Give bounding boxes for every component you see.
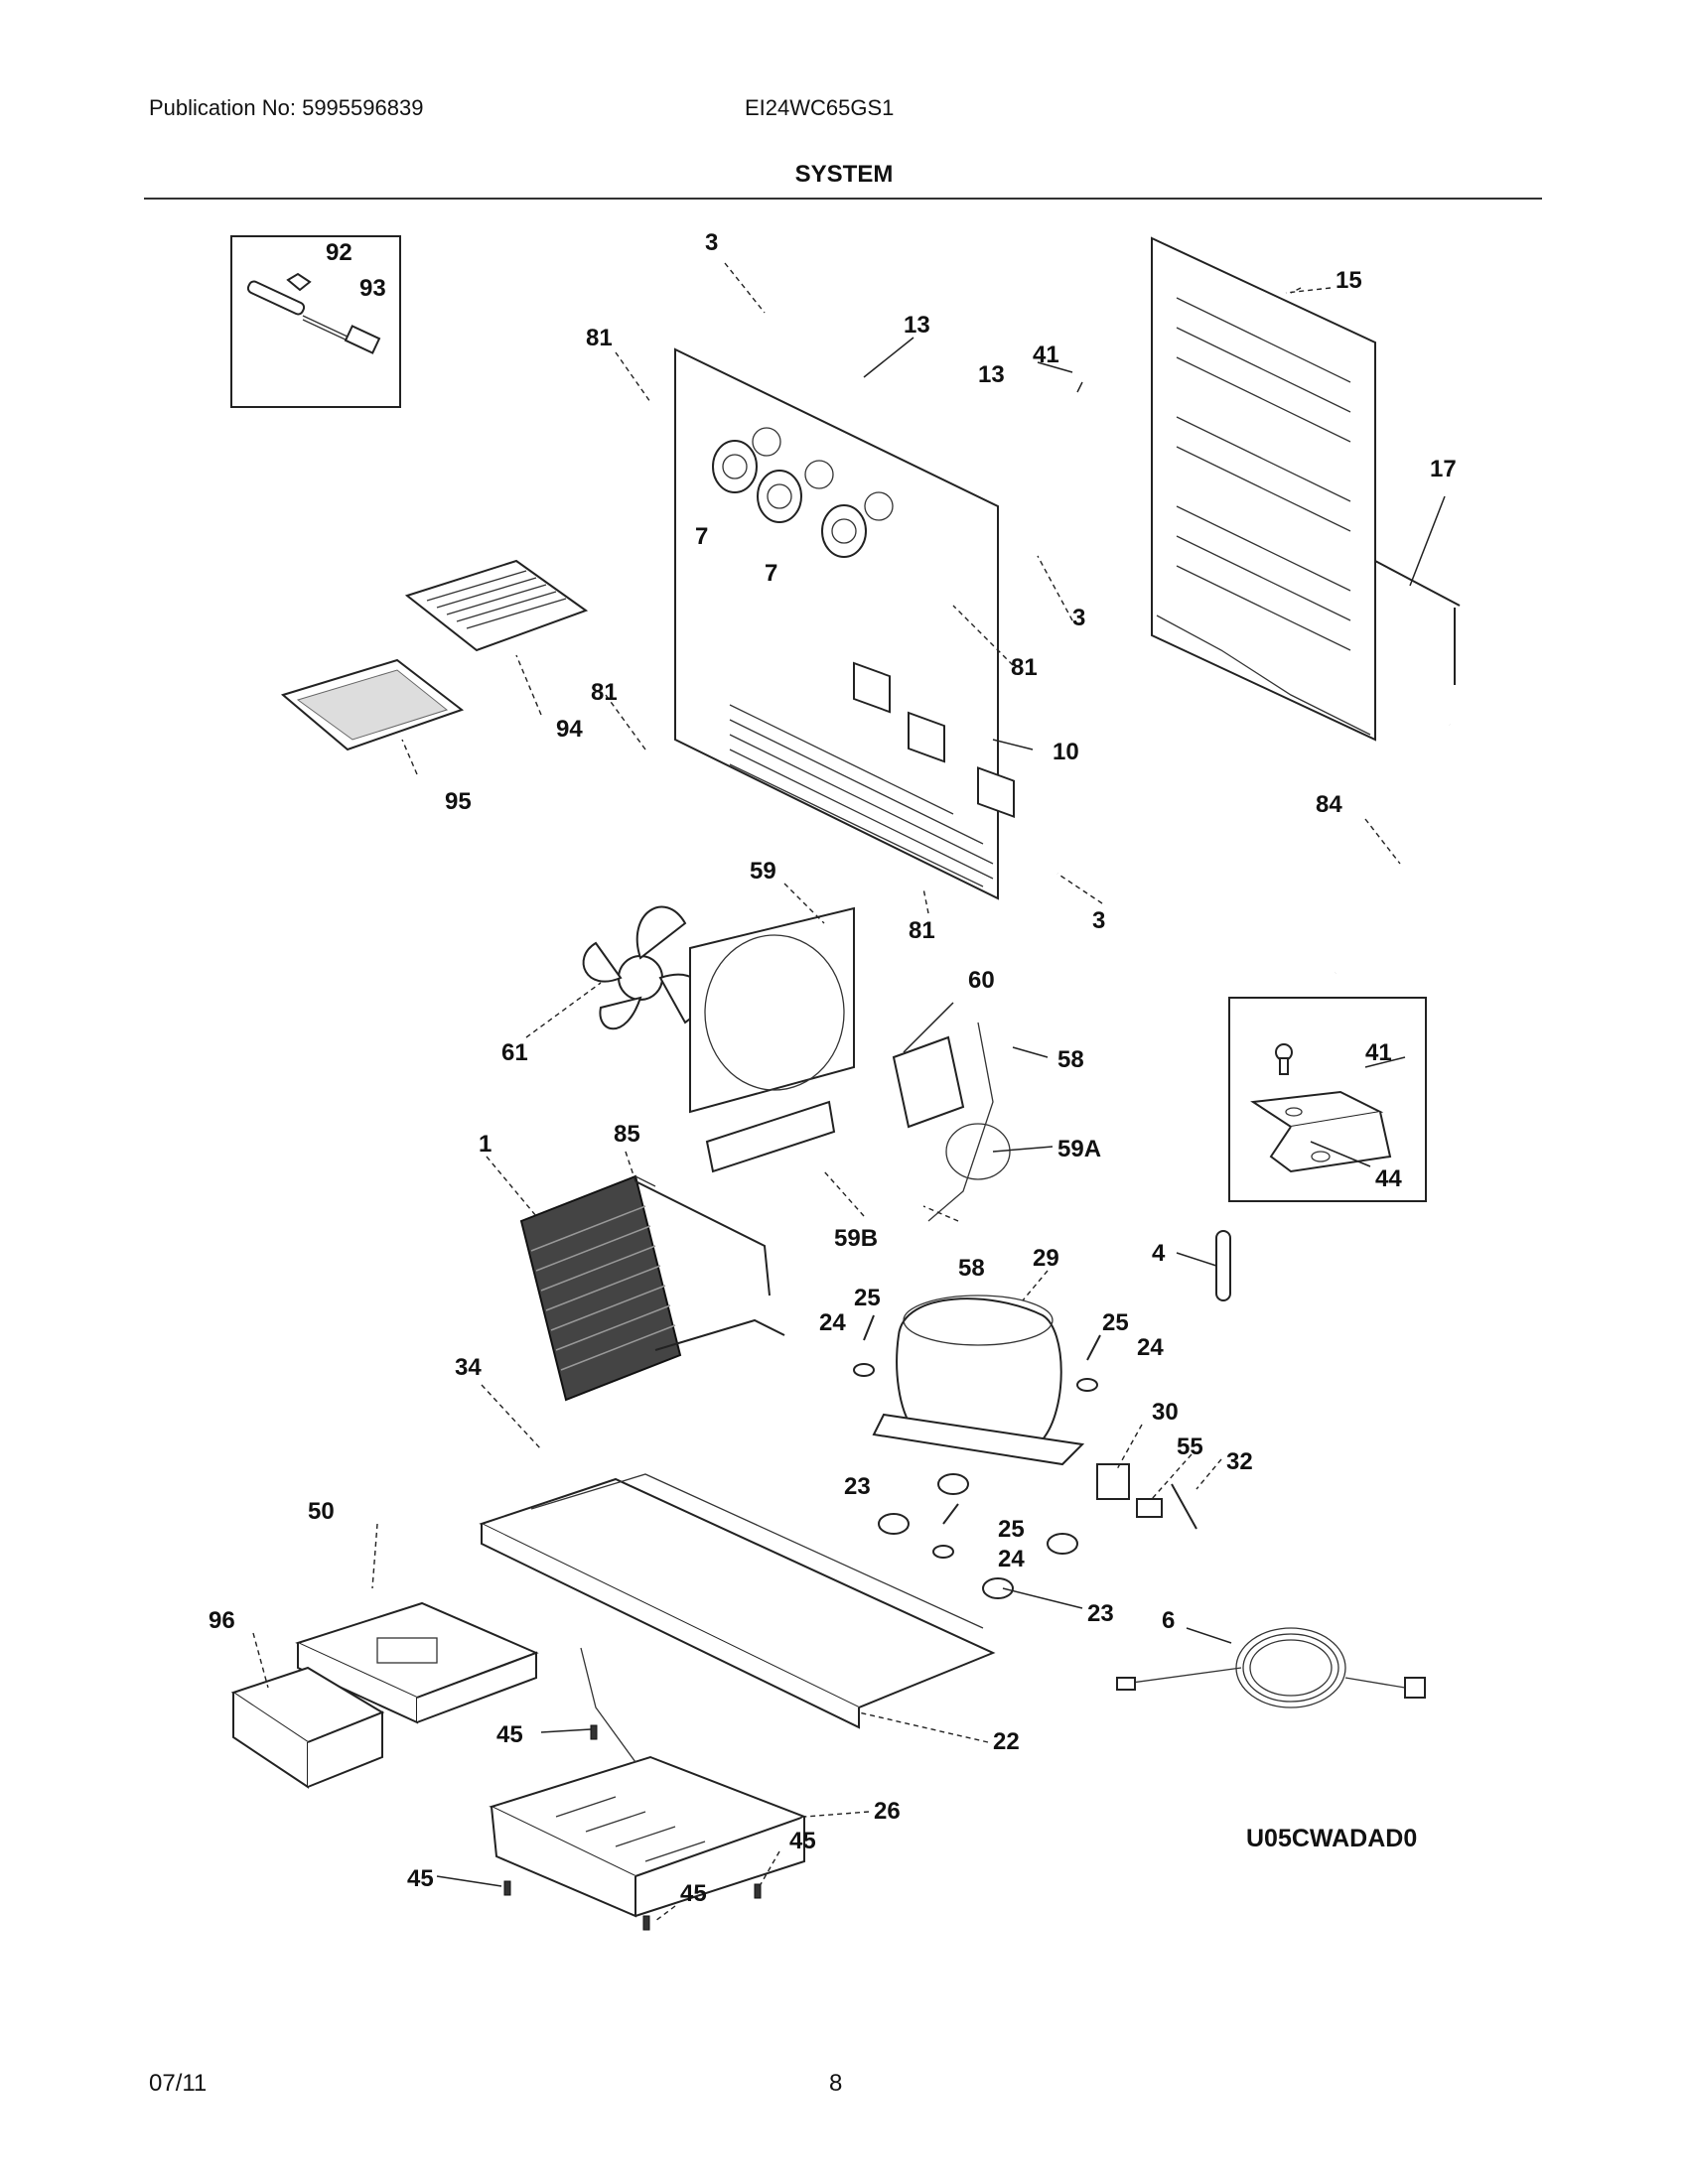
callout-81-top: 81: [586, 325, 613, 351]
callout-95: 95: [445, 788, 472, 815]
callout-30: 30: [1152, 1399, 1179, 1426]
callout-13-a: 13: [904, 312, 930, 339]
callout-41: 41: [1033, 341, 1059, 368]
callout-17: 17: [1430, 456, 1457, 482]
footer-date: 07/11: [149, 2070, 208, 2097]
callout-7-a: 7: [695, 523, 708, 550]
fan-shroud-part-59: [689, 906, 855, 1114]
callout-45-d: 45: [680, 1880, 707, 1907]
callout-13-b: 13: [978, 361, 1005, 388]
callout-23-top: 23: [844, 1473, 871, 1500]
callout-25-left: 25: [854, 1285, 881, 1311]
drier-part-4: [1215, 1230, 1231, 1301]
callout-22: 22: [993, 1728, 1020, 1755]
fan-blade-part-61: [582, 905, 704, 1030]
header-divider: [144, 198, 1542, 200]
callout-24-low: 24: [998, 1546, 1025, 1572]
page-title: SYSTEM: [794, 161, 894, 188]
model-number: EI24WC65GS1: [745, 95, 895, 120]
callout-41-inset: 41: [1365, 1039, 1392, 1066]
compressor-part-29: [872, 1295, 1085, 1466]
mount-part-85: [634, 1175, 656, 1187]
callout-4: 4: [1152, 1240, 1166, 1267]
leader-lines: [252, 262, 1446, 1922]
cover-part-96: [230, 1666, 385, 1789]
screws-part-45: [503, 1724, 762, 1931]
control-panel-part-10: [674, 347, 999, 900]
callout-58-top: 58: [1057, 1046, 1084, 1073]
callout-7-b: 7: [765, 560, 777, 587]
drain-hose-part-84: [1331, 724, 1458, 978]
control-box-part-50: [295, 1601, 539, 1724]
callout-55: 55: [1177, 1433, 1203, 1460]
callout-3-mid: 3: [1072, 605, 1085, 631]
callout-50: 50: [308, 1498, 335, 1525]
callout-26: 26: [874, 1798, 901, 1825]
callout-34: 34: [455, 1354, 482, 1381]
callout-61: 61: [501, 1039, 528, 1066]
tube-part-17: [1374, 560, 1461, 685]
callout-81-right: 81: [1011, 654, 1038, 681]
base-rail-part-22: [479, 1473, 996, 1729]
inset-box-bracket: [1228, 997, 1427, 1202]
callout-29: 29: [1033, 1245, 1059, 1272]
diagram-code: U05CWADAD0: [1246, 1825, 1417, 1852]
callout-25-right: 25: [1102, 1309, 1129, 1336]
callout-23-low: 23: [1087, 1600, 1114, 1627]
callout-59B: 59B: [834, 1225, 878, 1252]
callout-60: 60: [968, 967, 995, 994]
overload-part-55: [1136, 1498, 1163, 1518]
callout-45-b: 45: [789, 1828, 816, 1854]
publication-number: Publication No: 5995596839: [149, 95, 424, 120]
callout-59: 59: [750, 858, 776, 885]
callout-6: 6: [1162, 1607, 1175, 1634]
bolts-part-25: [863, 1314, 1101, 1525]
callout-81-left: 81: [591, 679, 618, 706]
callout-45-a: 45: [496, 1721, 523, 1748]
callout-84: 84: [1316, 791, 1342, 818]
callout-24-right: 24: [1137, 1334, 1164, 1361]
relay-part-30: [1096, 1463, 1130, 1500]
callout-94: 94: [556, 716, 583, 743]
callout-85: 85: [614, 1121, 640, 1148]
display-modules-part-13: [853, 661, 1015, 818]
callout-44: 44: [1375, 1165, 1402, 1192]
tray-part-26: [489, 1647, 807, 1918]
wire-part-32: [1171, 1483, 1197, 1530]
grommets-part-23: [878, 1473, 1078, 1599]
filter-grille-part-94: [404, 559, 589, 652]
callout-92: 92: [326, 239, 352, 266]
callout-24-left: 24: [819, 1309, 846, 1336]
filter-pad-part-95: [280, 658, 465, 751]
inset-box-sensor: [230, 235, 401, 408]
footer-page-number: 8: [829, 2070, 843, 2097]
evaporator-plate-part-15: [1151, 236, 1376, 742]
callout-labels: 92 93 3 81 13 13 15 41 7 7 3 17 81 81 94…: [209, 229, 1457, 1907]
callout-15: 15: [1336, 267, 1362, 294]
callout-45-c: 45: [407, 1865, 434, 1892]
bracket-part-59B: [705, 1100, 836, 1173]
callout-58-low: 58: [958, 1255, 985, 1282]
callout-10: 10: [1053, 739, 1079, 765]
callout-93: 93: [359, 275, 386, 302]
callout-81-low: 81: [909, 917, 935, 944]
callout-32: 32: [1226, 1448, 1253, 1475]
callout-25-low: 25: [998, 1516, 1025, 1543]
callout-3-top: 3: [705, 229, 718, 256]
callout-3-low: 3: [1092, 907, 1105, 934]
condenser-coil-part-1: [519, 1174, 785, 1402]
washers-part-24: [853, 1363, 1098, 1559]
power-cord-part-6: [1116, 1627, 1426, 1708]
callout-1: 1: [479, 1131, 492, 1158]
callout-59A: 59A: [1057, 1136, 1101, 1162]
fan-motor-part-60: [892, 1022, 1011, 1222]
callout-96: 96: [209, 1607, 235, 1634]
